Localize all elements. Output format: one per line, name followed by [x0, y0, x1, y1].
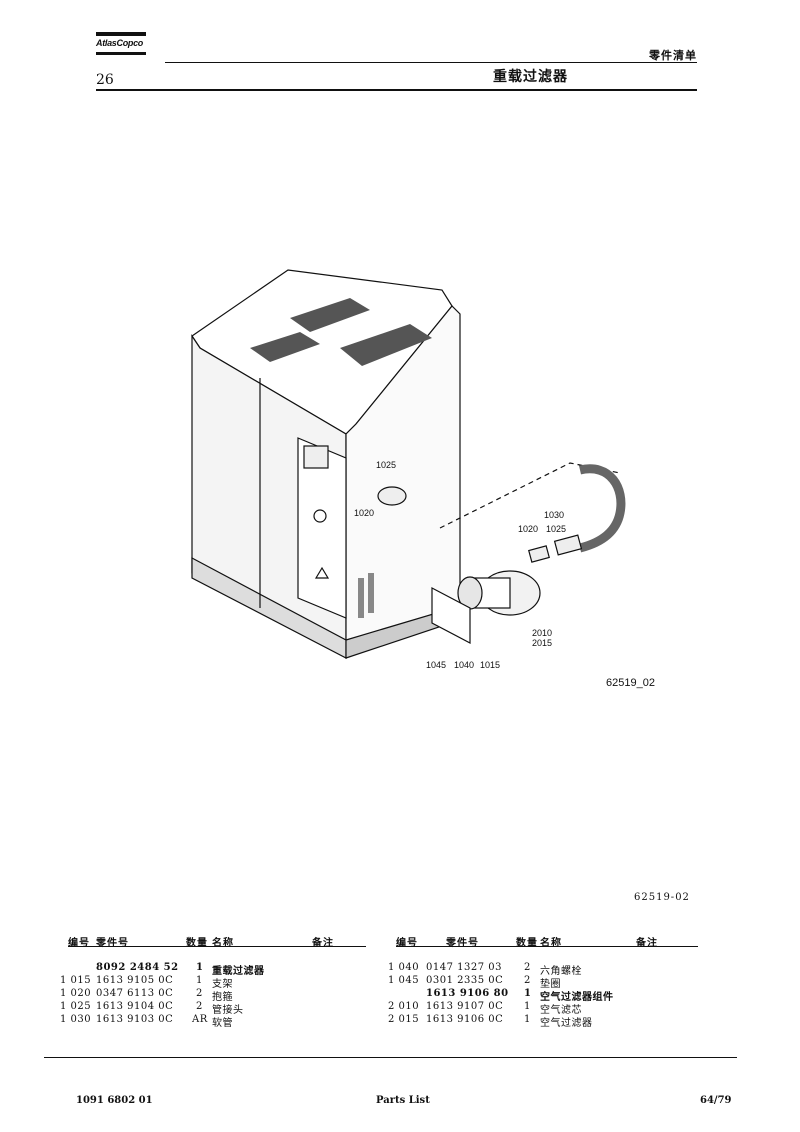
display-panel [303, 445, 329, 469]
row-part: 0301 2335 0C [426, 975, 504, 986]
callout-1025-right: 1025 [546, 524, 566, 534]
row-qty: 1 [196, 975, 203, 986]
hdr-name-left: 名称 [212, 938, 234, 949]
page-title: 重载过滤器 [493, 69, 568, 85]
row-item: 1 040 [388, 962, 420, 973]
row-part: 8092 2484 52 [96, 962, 179, 973]
table-row: 8092 2484 52 1 重载过滤器 [0, 962, 380, 977]
callout-1025-top: 1025 [376, 460, 396, 470]
row-name: 六角螺栓 [540, 966, 582, 977]
row-qty: 1 [196, 962, 204, 973]
hdr-name-right: 名称 [540, 938, 562, 949]
hdr-part-right: 零件号 [446, 938, 479, 949]
row-item: 1 045 [388, 975, 420, 986]
row-part: 0147 1327 03 [426, 962, 502, 973]
logo-bar-bottom [96, 52, 146, 55]
callout-1040: 1040 [454, 660, 474, 670]
hdr-qty-left: 数量 [186, 938, 208, 949]
table-row: 1613 9106 80 1 空气过滤器组件 [380, 988, 760, 1003]
table-row: 1 015 1613 9105 0C 1 支架 [0, 975, 380, 990]
row-name: 支架 [212, 979, 233, 990]
top-vents [250, 298, 432, 366]
row-name: 空气滤芯 [540, 1005, 582, 1016]
footer-doc-number: 1091 6802 01 [76, 1095, 153, 1106]
row-qty: 2 [196, 1001, 203, 1012]
callout-1030: 1030 [544, 510, 564, 520]
table-row: 1 025 1613 9104 0C 2 管接头 [0, 1001, 380, 1016]
hdr-qty-right: 数量 [516, 938, 538, 949]
exploded-view-drawing: 1025 1020 1030 1020 1025 2010 2015 1045 … [170, 248, 680, 708]
connector-1025 [553, 534, 583, 556]
table-row: 1 030 1613 9103 0C AR 软管 [0, 1014, 380, 1029]
row-item: 1 020 [60, 988, 92, 999]
warning-sign [314, 566, 330, 579]
hdr-item-right: 编号 [396, 938, 418, 949]
table-rule-right [396, 946, 698, 947]
table-row: 1 045 0301 2335 0C 2 垫圈 [380, 975, 760, 990]
header-rule-bottom [96, 89, 697, 91]
row-name: 垫圈 [540, 979, 561, 990]
section-label: 零件清单 [649, 49, 697, 62]
footer-rule [44, 1057, 737, 1058]
clamp-1020 [528, 545, 550, 563]
row-part: 1613 9104 0C [96, 1001, 174, 1012]
row-name: 空气过滤器 [540, 1018, 593, 1029]
page-number: 26 [96, 72, 114, 88]
row-name: 管接头 [212, 1005, 244, 1016]
row-qty: 1 [524, 1001, 531, 1012]
table-row: 1 040 0147 1327 03 2 六角螺栓 [380, 962, 760, 977]
side-vents [358, 573, 374, 618]
atlas-copco-logo: AtlasCopco [96, 32, 146, 62]
row-part: 1613 9107 0C [426, 1001, 504, 1012]
callout-2015: 2015 [532, 638, 552, 648]
hose [578, 464, 626, 553]
row-part: 1613 9105 0C [96, 975, 174, 986]
hdr-item-left: 编号 [68, 938, 90, 949]
hdr-remarks-left: 备注 [312, 938, 334, 949]
drawing-svg: 1025 1020 1030 1020 1025 2010 2015 1045 … [191, 269, 655, 689]
row-item: 1 030 [60, 1014, 92, 1025]
table-rule-left [68, 946, 366, 947]
row-name: 空气过滤器组件 [540, 992, 614, 1003]
emergency-button [313, 509, 327, 523]
footer-page: 64/79 [700, 1095, 732, 1106]
table-row: 2 015 1613 9106 0C 1 空气过滤器 [380, 1014, 760, 1029]
inlet-connector [377, 486, 407, 506]
row-part: 1613 9103 0C [96, 1014, 174, 1025]
callout-1020-top: 1020 [354, 508, 374, 518]
mount-dash-line [439, 462, 621, 529]
callout-2010: 2010 [532, 628, 552, 638]
row-item: 1 025 [60, 1001, 92, 1012]
row-part: 1613 9106 80 [426, 988, 509, 999]
table-row: 2 010 1613 9107 0C 1 空气滤芯 [380, 1001, 760, 1016]
figure-reference: 62519-02 [634, 892, 690, 903]
logo-bar-top [96, 32, 146, 36]
row-name: 抱箍 [212, 992, 233, 1003]
figure-id: 62519_02 [606, 677, 655, 689]
row-qty: 1 [524, 1014, 531, 1025]
row-item: 1 015 [60, 975, 92, 986]
callout-1045: 1045 [426, 660, 446, 670]
row-qty: 2 [524, 975, 531, 986]
control-panel [297, 437, 347, 619]
table-row: 1 020 0347 6113 0C 2 抱箍 [0, 988, 380, 1003]
row-part: 1613 9106 0C [426, 1014, 504, 1025]
row-item: 2 015 [388, 1014, 420, 1025]
hdr-remarks-right: 备注 [636, 938, 658, 949]
row-name: 软管 [212, 1018, 233, 1029]
header-rule-top [165, 62, 697, 63]
row-part: 0347 6113 0C [96, 988, 174, 999]
hdr-part-left: 零件号 [96, 938, 129, 949]
row-item: 2 010 [388, 1001, 420, 1012]
footer-doc-type: Parts List [376, 1095, 430, 1106]
bracket-1015 [431, 587, 471, 644]
callout-1020-right: 1020 [518, 524, 538, 534]
callout-1015: 1015 [480, 660, 500, 670]
row-qty: 2 [524, 962, 531, 973]
row-qty: 2 [196, 988, 203, 999]
row-qty: 1 [524, 988, 532, 999]
logo-text: AtlasCopco [96, 38, 144, 48]
row-qty: AR [192, 1014, 208, 1025]
row-name: 重载过滤器 [212, 966, 265, 977]
